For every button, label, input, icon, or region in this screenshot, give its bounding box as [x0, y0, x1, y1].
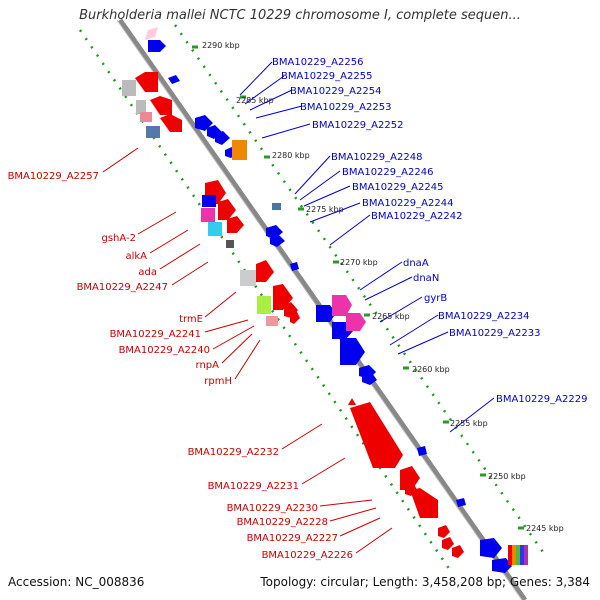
- grey-gene: [136, 100, 146, 114]
- reverse-genes: [135, 27, 464, 558]
- cyan-gene: [208, 222, 222, 236]
- forward-genes: [148, 40, 512, 573]
- tick-label: 2290 kbp: [202, 41, 240, 50]
- gene-label-reverse[interactable]: ada: [138, 267, 157, 278]
- gene-label-reverse[interactable]: BMA10229_A2231: [208, 481, 299, 492]
- gene-label-reverse[interactable]: gshA-2: [102, 233, 137, 244]
- gene-label-reverse[interactable]: BMA10229_A2232: [188, 447, 279, 458]
- tick-label: 2250 kbp: [488, 472, 526, 481]
- magenta-gene: [332, 295, 352, 316]
- gene-label-forward[interactable]: dnaN: [413, 273, 439, 284]
- reverse-leader-lines: [102, 147, 393, 554]
- gene-label-forward[interactable]: BMA10229_A2245: [352, 182, 443, 193]
- tick-label: 2275 kbp: [306, 205, 344, 214]
- tick-label: 2270 kbp: [340, 258, 378, 267]
- gene-label-reverse[interactable]: alkA: [125, 251, 147, 262]
- gene-label-reverse[interactable]: BMA10229_A2228: [237, 517, 328, 528]
- gene-label-reverse[interactable]: BMA10229_A2240: [119, 345, 210, 356]
- blue-gene: [146, 126, 160, 138]
- gene-label-forward[interactable]: BMA10229_A2233: [449, 328, 540, 339]
- gene-label-reverse[interactable]: BMA10229_A2227: [247, 533, 338, 544]
- gene-label-reverse[interactable]: BMA10229_A2257: [8, 171, 99, 182]
- gene-label-reverse[interactable]: rnpA: [196, 360, 220, 371]
- tick-label: 2245 kbp: [526, 524, 564, 533]
- gene-label-reverse[interactable]: BMA10229_A2226: [262, 550, 353, 561]
- gene-label-reverse[interactable]: trmE: [179, 314, 203, 325]
- magenta-gene: [346, 313, 366, 331]
- tick-label: 2255 kbp: [450, 419, 488, 428]
- gene-label-forward[interactable]: BMA10229_A2246: [342, 167, 433, 178]
- pink-gene: [140, 112, 152, 122]
- salmon-gene: [266, 316, 278, 326]
- gene-label-reverse[interactable]: BMA10229_A2241: [110, 329, 201, 340]
- gene-label-forward[interactable]: BMA10229_A2254: [290, 86, 381, 97]
- rainbow-genes: [508, 545, 528, 565]
- gene-label-forward[interactable]: BMA10229_A2248: [331, 152, 422, 163]
- tick-marks: [192, 45, 524, 530]
- gene-label-reverse[interactable]: BMA10229_A2230: [227, 503, 318, 514]
- lime-gene: [257, 296, 271, 314]
- magenta-gene: [201, 208, 215, 222]
- dark-grey-gene: [226, 240, 234, 248]
- accession-text: Accession: NC_008836: [8, 575, 145, 589]
- tick-label: 2285 kbp: [236, 96, 274, 105]
- page-title: Burkholderia mallei NCTC 10229 chromosom…: [79, 8, 521, 23]
- gene-label-forward[interactable]: BMA10229_A2229: [496, 394, 587, 405]
- gene-label-forward[interactable]: BMA10229_A2256: [272, 57, 363, 68]
- orange-gene: [232, 140, 247, 160]
- gene-label-forward[interactable]: dnaA: [403, 258, 429, 269]
- gene-label-forward[interactable]: BMA10229_A2242: [371, 211, 462, 222]
- tick-label: 2260 kbp: [412, 365, 450, 374]
- genome-summary-text: Topology: circular; Length: 3,458,208 bp…: [260, 575, 590, 589]
- blue-gene: [202, 195, 216, 207]
- gene-label-forward[interactable]: BMA10229_A2253: [300, 102, 391, 113]
- gene-label-forward[interactable]: BMA10229_A2252: [312, 120, 403, 131]
- forward-leader-lines: [239, 61, 495, 433]
- tick-label: 2265 kbp: [372, 312, 410, 321]
- gene-label-forward[interactable]: BMA10229_A2244: [362, 198, 453, 209]
- gene-label-forward[interactable]: BMA10229_A2255: [281, 71, 372, 82]
- grey-gene: [240, 270, 256, 286]
- gene-label-reverse[interactable]: BMA10229_A2247: [77, 282, 168, 293]
- tick-label: 2280 kbp: [272, 151, 310, 160]
- grey-gene: [122, 80, 136, 96]
- gene-label-forward[interactable]: gyrB: [424, 293, 447, 304]
- gene-label-reverse[interactable]: rpmH: [204, 376, 232, 387]
- gene-label-forward[interactable]: BMA10229_A2234: [438, 311, 529, 322]
